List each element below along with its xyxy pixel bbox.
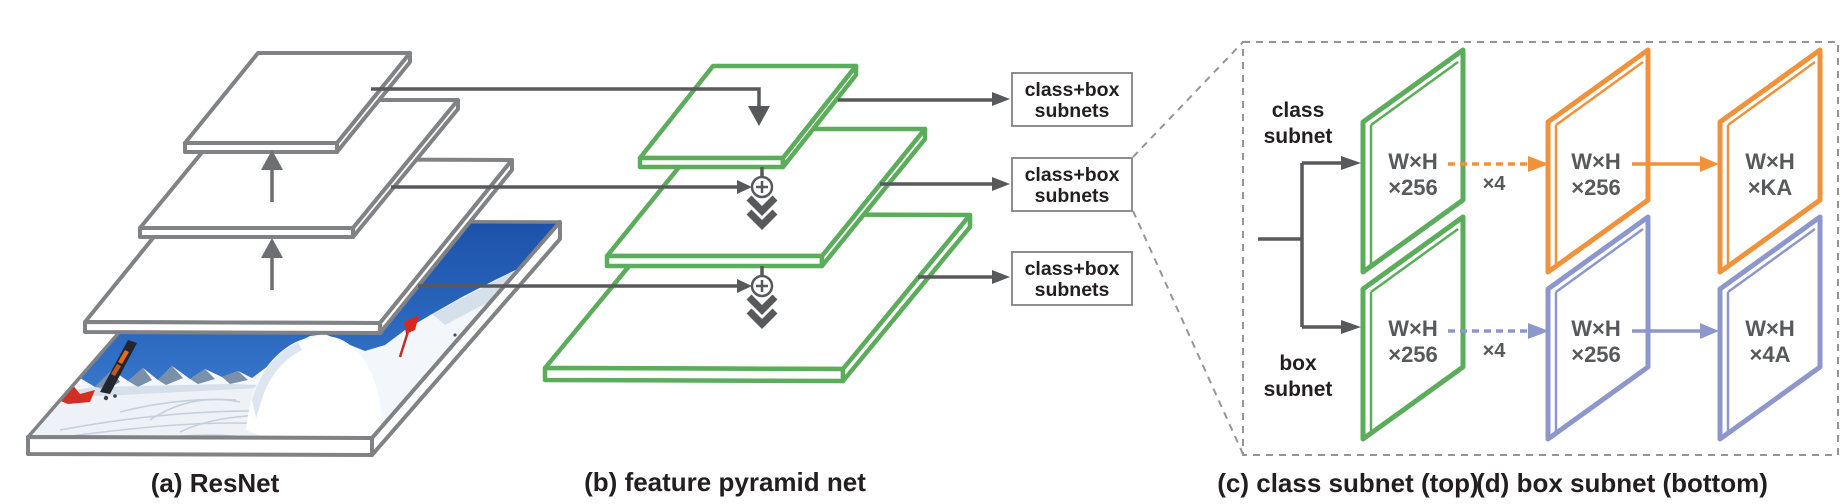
output-arrow-bottom [918,270,1010,284]
class-orange2-cKA: ×KA [1748,175,1793,200]
merge-down-arrow-2 [746,294,778,329]
merge-node-2 [418,266,778,329]
expansion-line-lower [1132,210,1244,455]
class-plate-orange-1: W×H ×256 [1545,47,1651,275]
photo-ski-mark-2 [111,364,121,376]
box-x4-arrow: ×4 [1448,323,1549,362]
class-x4-label: ×4 [1483,173,1507,195]
caption-class-subnet: (c) class subnet (top) [1217,468,1478,498]
class-orange1-c256: ×256 [1571,175,1621,200]
merge-node-1 [391,167,778,230]
subnet-box-1: class+box subnets [1011,72,1133,127]
head-input-bracket [1258,156,1361,334]
subnet-box-1-line1: class+box [1025,79,1120,101]
box-x4-label: ×4 [1483,340,1507,362]
photo-mound-shading [252,342,302,418]
class-orange2-wh: W×H [1745,149,1795,174]
class-plate-orange-2: W×H ×KA [1717,47,1823,275]
feature-pyramid-net: (b) feature pyramid net [371,63,1010,497]
up-arrow-2 [261,238,283,290]
class-plate-green: W×H ×256 [1360,47,1466,275]
box-purple1-c256: ×256 [1571,342,1621,367]
subnet-box-2-line1: class+box [1025,164,1120,186]
subnet-box-1-line2: subnets [1035,100,1110,122]
fpn-plane-top [637,63,859,170]
box-plate-purple-1: W×H ×256 [1545,214,1651,442]
expansion-line-upper [1132,41,1244,158]
box-purple1-wh: W×H [1571,316,1621,341]
photo-front-face [26,435,374,457]
photo-skier-dot-4 [498,319,502,323]
subnet-box-3-line1: class+box [1025,258,1120,280]
box-purple2-c4A: ×4A [1750,342,1791,367]
subnet-box-3-line2: subnets [1035,279,1110,301]
head-detail: class subnet box subnet W×H ×256 ×4 W×H … [1217,47,1823,498]
class-x4-arrow: ×4 [1448,156,1549,195]
subnet-box-2: class+box subnets [1011,157,1133,212]
class-final-arrow [1632,156,1719,172]
resnet-backbone: (a) ResNet [26,51,562,498]
box-subnet-label-line1: box [1279,352,1317,375]
subnet-box-2-line2: subnets [1035,185,1110,207]
lateral-connection-top [371,87,770,126]
box-green-c256: ×256 [1388,342,1438,367]
box-green-wh: W×H [1388,316,1438,341]
photo-flag [404,315,419,334]
subnet-box-3: class+box subnets [1011,251,1133,306]
caption-fpn: (b) feature pyramid net [584,467,866,497]
class-green-c256: ×256 [1388,175,1438,200]
caption-resnet: (a) ResNet [151,468,280,498]
class-subnet-label-line2: subnet [1264,125,1333,148]
class-subnet-label-line1: class [1272,99,1325,122]
photo-rock-shadows [95,366,248,390]
photo-dark-dot-1 [103,395,109,401]
resnet-plane-1 [183,51,412,154]
merge-down-arrow-1 [746,195,778,230]
class-orange1-wh: W×H [1571,149,1621,174]
resnet-plane-2 [138,98,460,239]
output-arrow-top [838,92,1010,106]
photo-ski-mark-1 [118,350,129,364]
box-plate-green: W×H ×256 [1360,214,1466,442]
photo-side-face [370,220,562,457]
up-arrow-1 [261,150,283,202]
output-arrow-middle [880,177,1010,191]
photo-skier-dot-1 [453,333,457,337]
caption-box-subnet: (d) box subnet (bottom) [1476,468,1768,498]
class-green-wh: W×H [1388,149,1438,174]
box-subnet-label-line2: subnet [1264,378,1333,401]
box-plate-purple-2: W×H ×4A [1717,214,1823,442]
photo-dark-dot-2 [113,394,117,398]
box-final-arrow [1632,323,1719,339]
head-dashed-region [1242,41,1839,456]
box-purple2-wh: W×H [1745,316,1795,341]
